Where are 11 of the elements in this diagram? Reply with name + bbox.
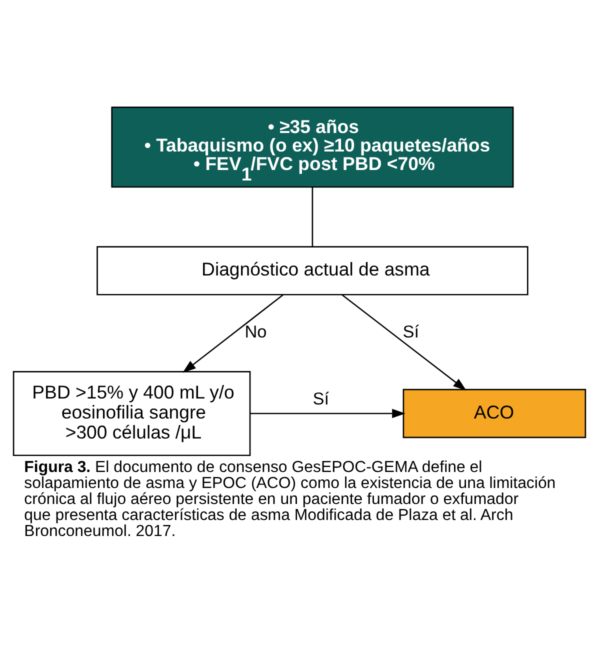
arrow — [182, 294, 284, 372]
connector — [312, 186, 314, 246]
caption: Figura 3. El documento de consenso GesEPOC-GEMA define el solapamiento de asma y EPOC (ACO) como la existencia de una limitación crónica al flujo aéreo persistente en un paciente fumador o exfumador que presenta características de asma Modificada de Plaza et al. Arch Bronconeumol. 2017. — [24, 458, 556, 540]
node-box: Diagnóstico actual de asma — [96, 246, 528, 295]
edge-label: No — [244, 321, 267, 342]
node-box: ACO — [402, 388, 586, 438]
arrow — [250, 408, 406, 418]
edge-label: Sí — [402, 321, 420, 342]
node-box: PBD >15% y 400 mL y/o eosinofilia sangre >300 células /μL — [12, 370, 251, 456]
arrow — [342, 294, 466, 390]
edge-label: Sí — [312, 388, 330, 408]
